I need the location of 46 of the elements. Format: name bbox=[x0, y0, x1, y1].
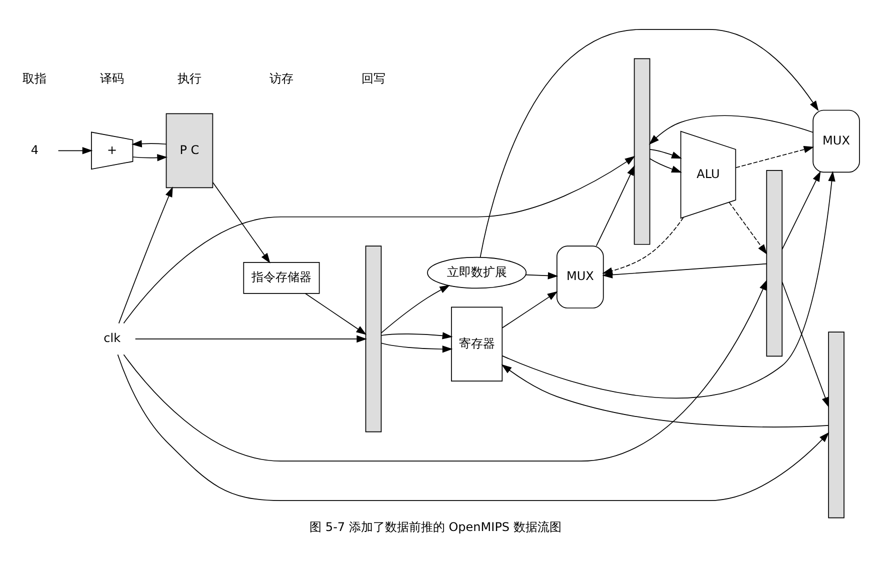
arrow bbox=[480, 29, 819, 258]
arrow bbox=[502, 170, 836, 398]
arrow bbox=[134, 335, 367, 343]
arrow bbox=[118, 186, 173, 324]
arrow bbox=[123, 280, 768, 462]
node-bar bbox=[365, 246, 382, 432]
caption: 图 5-7 添加了数据前推的 OpenMIPS 数据流图 bbox=[310, 520, 562, 534]
arrow bbox=[728, 202, 768, 255]
arrow bbox=[123, 156, 636, 324]
node-bar bbox=[828, 332, 844, 518]
arrow bbox=[502, 291, 558, 328]
node-text: 4 bbox=[30, 142, 39, 157]
node-box: 寄存器 bbox=[451, 306, 503, 382]
arrow bbox=[212, 182, 270, 264]
arrow bbox=[132, 140, 167, 148]
label: 取指 bbox=[22, 71, 47, 86]
arrow bbox=[782, 171, 821, 250]
arrow bbox=[649, 148, 682, 159]
arrow bbox=[649, 158, 682, 173]
arrow bbox=[782, 281, 829, 408]
arrow bbox=[132, 154, 168, 162]
arrow bbox=[58, 147, 93, 154]
node-bar bbox=[766, 170, 783, 357]
arrow bbox=[380, 332, 453, 340]
node-box: MUX bbox=[556, 246, 604, 308]
node-box: P C bbox=[166, 113, 214, 188]
node-box: MUX bbox=[812, 110, 860, 173]
label: 译码 bbox=[100, 71, 124, 86]
arrow bbox=[525, 272, 558, 280]
label: 回写 bbox=[361, 71, 386, 86]
label: 执行 bbox=[177, 71, 202, 86]
arrow bbox=[501, 364, 829, 428]
arrow bbox=[380, 342, 453, 353]
node-box: + bbox=[91, 132, 134, 170]
node-text: clk bbox=[104, 331, 121, 346]
arrow bbox=[304, 293, 367, 335]
arrow bbox=[117, 354, 830, 502]
arrow bbox=[596, 165, 635, 246]
arrow bbox=[735, 146, 814, 168]
node-ellipse: 立即数扩展 bbox=[427, 256, 527, 289]
arrow bbox=[380, 285, 450, 334]
label: 访存 bbox=[269, 71, 294, 86]
node-box: ALU bbox=[680, 130, 736, 219]
node-bar bbox=[634, 58, 650, 245]
arrow bbox=[648, 115, 814, 145]
node-box: 指令存储器 bbox=[243, 262, 320, 294]
